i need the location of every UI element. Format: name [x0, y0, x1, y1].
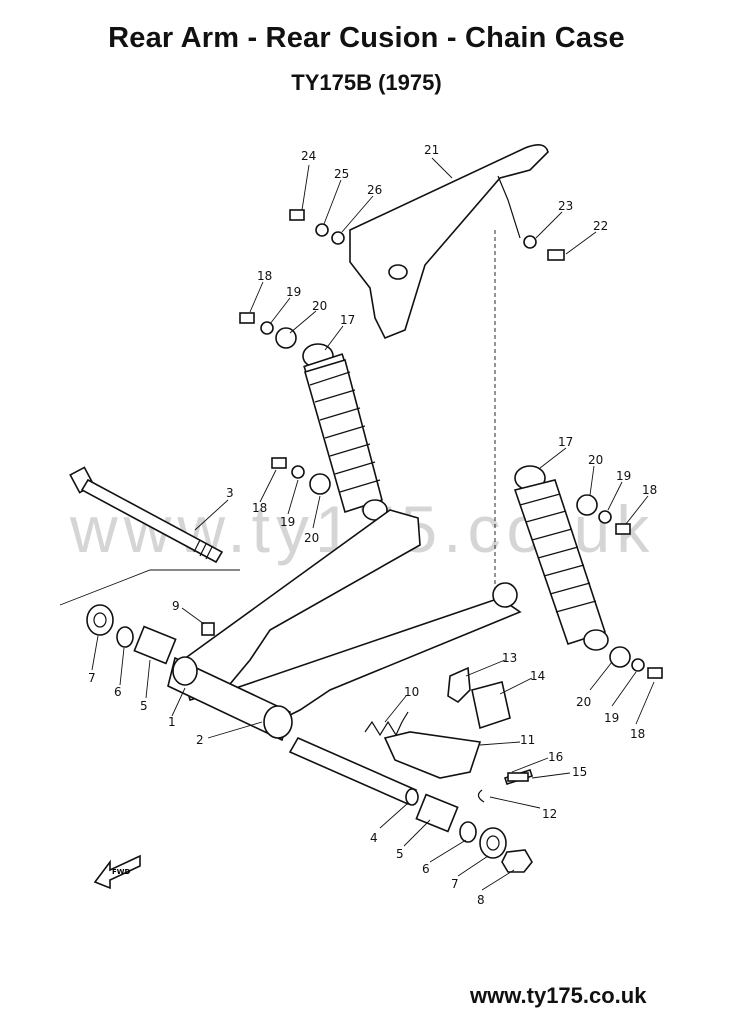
- callout-19-right: 19: [616, 469, 631, 483]
- callout-25: 25: [334, 167, 349, 181]
- callout-23: 23: [558, 199, 573, 213]
- shock-absorber-right: [513, 465, 609, 651]
- callout-20-upper: 20: [312, 299, 327, 313]
- shock-absorber-left: [302, 343, 388, 521]
- callout-13: 13: [502, 651, 517, 665]
- footer-url: www.ty175.co.uk: [470, 983, 647, 1008]
- callout-19-lower: 19: [604, 711, 619, 725]
- leader-lines: [91, 157, 655, 891]
- callout-14: 14: [530, 669, 545, 683]
- callout-2: 2: [196, 733, 204, 747]
- callout-18-upper: 18: [257, 269, 272, 283]
- callout-7-left: 7: [88, 671, 96, 685]
- callout-5-right: 5: [396, 847, 404, 861]
- callout-12: 12: [542, 807, 557, 821]
- callout-8: 8: [477, 893, 485, 907]
- callout-3: 3: [226, 486, 234, 500]
- callout-20-right: 20: [588, 453, 603, 467]
- callout-15: 15: [572, 765, 587, 779]
- callout-24: 24: [301, 149, 316, 163]
- callout-18-right: 18: [642, 483, 657, 497]
- callout-11: 11: [520, 733, 535, 747]
- fwd-label: FWD: [112, 868, 131, 876]
- page-title: Rear Arm - Rear Cusion - Chain Case: [108, 22, 625, 54]
- callout-18-lower: 18: [630, 727, 645, 741]
- pivot-bolt: [69, 466, 224, 564]
- callout-numbers: 24 25 26 21 23 22 18 19 20 17 17 20 19 1…: [88, 143, 657, 907]
- callout-6-right: 6: [422, 862, 430, 876]
- callout-26: 26: [367, 183, 382, 197]
- callout-6-left: 6: [114, 685, 122, 699]
- bushings: [86, 604, 533, 873]
- callout-19-mid: 19: [280, 515, 295, 529]
- callout-20-mid: 20: [304, 531, 319, 545]
- callout-20-lower: 20: [576, 695, 591, 709]
- callout-9: 9: [172, 599, 180, 613]
- callout-19-upper: 19: [286, 285, 301, 299]
- callout-17-right: 17: [558, 435, 573, 449]
- callout-7-right: 7: [451, 877, 459, 891]
- rear-axle: [288, 736, 419, 806]
- callout-1: 1: [168, 715, 176, 729]
- page-subtitle: TY175B (1975): [291, 70, 442, 95]
- callout-5-left: 5: [140, 699, 148, 713]
- callout-21: 21: [424, 143, 439, 157]
- callout-16: 16: [548, 750, 563, 764]
- callout-18-mid: 18: [252, 501, 267, 515]
- callout-10: 10: [404, 685, 419, 699]
- chain-case: [349, 144, 549, 340]
- callout-4: 4: [370, 831, 378, 845]
- callout-22: 22: [593, 219, 608, 233]
- swing-arm: [167, 509, 522, 742]
- small-bolts: [201, 209, 663, 782]
- callout-17-left: 17: [340, 313, 355, 327]
- forward-arrow-icon: FWD: [93, 854, 141, 890]
